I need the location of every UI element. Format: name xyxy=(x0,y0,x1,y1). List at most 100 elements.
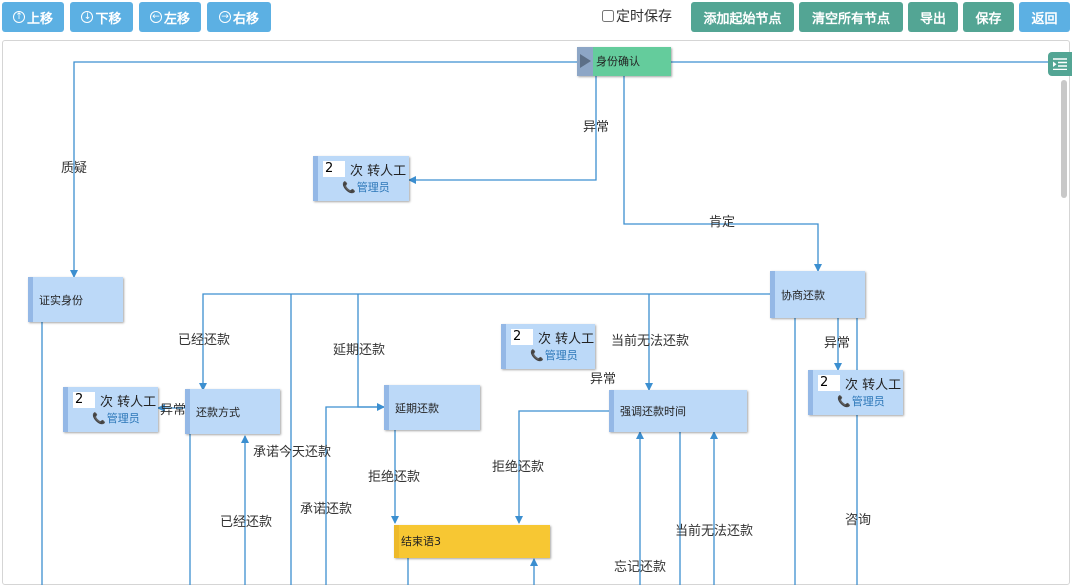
save-button[interactable]: 保存 xyxy=(963,2,1014,32)
arrow-left-icon: ← xyxy=(149,11,162,23)
edge-label-refuse-right: 拒绝还款 xyxy=(492,460,545,475)
move-left-label: 左移 xyxy=(163,11,190,27)
transfer-role-label: 管理员 xyxy=(544,349,578,362)
node-deferred-repay-label: 延期还款 xyxy=(395,401,439,415)
transfer-text: 次 转人工 xyxy=(845,374,901,393)
edge-label-refuse-mid: 拒绝还款 xyxy=(368,470,421,485)
edge-doubt xyxy=(70,61,577,278)
add-start-node-label: 添加起始节点 xyxy=(703,11,782,27)
vertical-scrollbar[interactable] xyxy=(1061,80,1067,198)
edge-label-already-repaid-left: 已经还款 xyxy=(178,333,231,348)
node-transfer-human-right[interactable]: 2 次 转人工 📞管理员 xyxy=(808,370,903,415)
phone-icon: 📞 xyxy=(837,395,851,408)
flow-canvas[interactable] xyxy=(2,40,1070,585)
transfer-action: 转人工 xyxy=(367,164,407,179)
transfer-role: 📞管理员 xyxy=(837,393,885,409)
move-down-button[interactable]: ↓下移 xyxy=(70,2,133,32)
node-deferred-repay[interactable]: 延期还款 xyxy=(384,385,480,430)
move-left-button[interactable]: ←左移 xyxy=(139,2,201,32)
back-label: 返回 xyxy=(1031,11,1058,27)
edge-promise-repay xyxy=(325,406,384,585)
edge-label-cannot-repay-top: 当前无法还款 xyxy=(611,334,690,349)
edge-label-already-repaid-bottom: 已经还款 xyxy=(220,515,273,530)
transfer-action: 转人工 xyxy=(117,395,157,410)
node-repay-method[interactable]: 还款方式 xyxy=(185,389,280,434)
play-icon xyxy=(580,54,591,68)
arrow-down-icon: ↓ xyxy=(81,11,94,23)
transfer-role: 📞管理员 xyxy=(342,179,390,195)
indent-list-icon xyxy=(1053,58,1067,70)
export-label: 导出 xyxy=(919,11,946,27)
edge-affirm xyxy=(623,76,822,272)
transfer-action: 转人工 xyxy=(862,378,902,393)
node-verify-identity-label: 证实身份 xyxy=(39,293,83,307)
edge-label-cannot-repay-bottom: 当前无法还款 xyxy=(675,524,754,539)
transfer-count-input[interactable]: 2 xyxy=(323,161,345,177)
transfer-count-unit: 次 xyxy=(350,164,364,179)
transfer-text: 次 转人工 xyxy=(350,160,406,179)
node-transfer-human-top[interactable]: 2 次 转人工 📞管理员 xyxy=(313,156,409,201)
clear-all-nodes-button[interactable]: 清空所有节点 xyxy=(799,2,903,32)
transfer-text: 次 转人工 xyxy=(538,328,594,347)
phone-icon: 📞 xyxy=(92,412,106,425)
edge-label-affirm: 肯定 xyxy=(709,215,736,230)
transfer-action: 转人工 xyxy=(555,332,595,347)
transfer-count-unit: 次 xyxy=(845,378,859,393)
phone-icon: 📞 xyxy=(342,181,356,194)
move-down-label: 下移 xyxy=(95,11,122,27)
edge-label-abnormal-right: 异常 xyxy=(824,336,851,351)
start-node-body xyxy=(593,47,671,76)
node-negotiate-label: 协商还款 xyxy=(781,288,825,302)
edge-refuse-right xyxy=(515,410,611,524)
transfer-count-unit: 次 xyxy=(100,395,114,410)
move-right-button[interactable]: →右移 xyxy=(207,2,271,32)
arrow-up-icon: ↑ xyxy=(12,11,25,23)
edge-label-abnormal-top: 异常 xyxy=(583,120,610,135)
save-label: 保存 xyxy=(975,11,1002,27)
transfer-count-unit: 次 xyxy=(538,332,552,347)
edge-label-consult: 咨询 xyxy=(845,513,872,528)
arrow-right-icon: → xyxy=(218,11,231,23)
auto-save-toggle[interactable]: 定时保存 xyxy=(602,6,672,26)
back-button[interactable]: 返回 xyxy=(1019,2,1070,32)
transfer-role: 📞管理员 xyxy=(92,410,140,426)
edge-already-repaid xyxy=(199,293,770,391)
transfer-count-input[interactable]: 2 xyxy=(511,329,533,345)
move-right-label: 右移 xyxy=(232,11,259,27)
node-transfer-human-mid[interactable]: 2 次 转人工 📞管理员 xyxy=(501,324,595,369)
edge-label-extend-repay: 延期还款 xyxy=(333,343,386,358)
transfer-count-input[interactable]: 2 xyxy=(73,392,95,408)
edge-label-doubt: 质疑 xyxy=(61,161,88,176)
node-emphasize-time[interactable]: 强调还款时间 xyxy=(609,390,747,432)
transfer-role-label: 管理员 xyxy=(851,395,885,408)
node-repay-method-label: 还款方式 xyxy=(196,405,240,419)
add-start-node-button[interactable]: 添加起始节点 xyxy=(691,2,794,32)
edge-label-promise-today: 承诺今天还款 xyxy=(253,445,332,460)
node-transfer-human-left[interactable]: 2 次 转人工 📞管理员 xyxy=(63,387,158,432)
node-verify-identity[interactable]: 证实身份 xyxy=(28,277,123,322)
node-end-3[interactable]: 结束语3 xyxy=(394,525,550,558)
move-up-button[interactable]: ↑上移 xyxy=(2,2,64,32)
phone-icon: 📞 xyxy=(530,349,544,362)
edge-label-promise-repay: 承诺还款 xyxy=(300,502,353,517)
transfer-count-input[interactable]: 2 xyxy=(818,375,840,391)
node-end-3-label: 结束语3 xyxy=(401,535,441,548)
move-up-label: 上移 xyxy=(26,11,53,27)
auto-save-label: 定时保存 xyxy=(616,9,672,25)
edge-abnormal-top xyxy=(408,76,597,184)
node-negotiate[interactable]: 协商还款 xyxy=(770,271,865,318)
edge-label-forgot-repay: 忘记还款 xyxy=(614,560,667,575)
transfer-role: 📞管理员 xyxy=(530,347,578,363)
transfer-role-label: 管理员 xyxy=(106,412,140,425)
side-menu-toggle[interactable] xyxy=(1048,52,1072,76)
export-button[interactable]: 导出 xyxy=(908,2,958,32)
clear-all-nodes-label: 清空所有节点 xyxy=(811,11,890,27)
edge-label-abnormal-mid: 异常 xyxy=(590,372,617,387)
start-node-label: 身份确认 xyxy=(596,55,640,68)
node-emphasize-time-label: 强调还款时间 xyxy=(620,405,686,418)
start-node[interactable]: 身份确认 xyxy=(577,47,671,76)
edge-label-abnormal-left: 异常 xyxy=(160,403,187,418)
auto-save-checkbox[interactable] xyxy=(602,10,614,22)
start-handle[interactable] xyxy=(577,47,595,76)
